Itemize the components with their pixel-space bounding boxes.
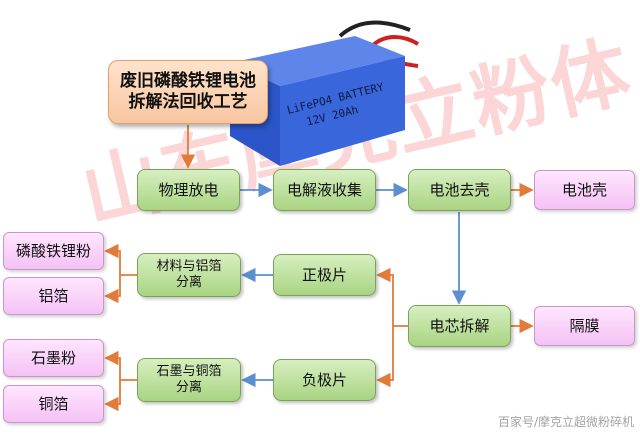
product-label: 磷酸铁锂粉 bbox=[15, 241, 91, 260]
step-label: 电解液收集 bbox=[286, 180, 362, 199]
step-label: 物理放电 bbox=[158, 180, 219, 199]
title-line-1: 废旧磷酸铁锂电池 bbox=[120, 70, 256, 91]
product-label: 铝箔 bbox=[38, 286, 69, 305]
arrow-sep-al-to-lfp bbox=[104, 243, 137, 276]
product-graphite-powder: 石墨粉 bbox=[3, 339, 104, 377]
arrow-sep-cu-to-cu bbox=[104, 380, 121, 412]
product-copper-foil: 铜箔 bbox=[3, 385, 104, 423]
product-separator: 隔膜 bbox=[534, 306, 635, 346]
product-label: 石墨粉 bbox=[30, 348, 76, 367]
step-label-line-1: 材料与铝箔 bbox=[156, 258, 222, 274]
arrow-sep-cu-to-graphite bbox=[104, 350, 137, 381]
product-aluminum-foil: 铝箔 bbox=[3, 277, 104, 315]
step-label-line-2: 分离 bbox=[175, 275, 202, 290]
step-cell-disassembly: 电芯拆解 bbox=[408, 305, 511, 347]
step-label: 负极片 bbox=[301, 370, 347, 389]
step-graphite-cu-separation: 石墨与铜箔 分离 bbox=[137, 358, 241, 402]
arrow-cell-to-negative bbox=[376, 326, 394, 388]
step-label: 电芯拆解 bbox=[429, 316, 490, 335]
step-label: 正极片 bbox=[301, 265, 347, 284]
step-electrolyte-collection: 电解液收集 bbox=[273, 169, 376, 211]
step-physical-discharge: 物理放电 bbox=[137, 169, 240, 211]
step-label: 电池去壳 bbox=[429, 180, 490, 199]
product-lfp-powder: 磷酸铁锂粉 bbox=[3, 232, 104, 270]
step-positive-electrode: 正极片 bbox=[273, 254, 376, 296]
source-credit: 百家号/摩克立超微粉碎机 bbox=[497, 415, 634, 429]
title-line-2: 拆解法回收工艺 bbox=[128, 92, 248, 112]
arrow-sep-al-to-al bbox=[104, 275, 121, 304]
product-label: 电池壳 bbox=[561, 180, 607, 199]
product-battery-shell: 电池壳 bbox=[534, 170, 635, 210]
step-shell-removal: 电池去壳 bbox=[408, 169, 511, 211]
product-label: 隔膜 bbox=[569, 316, 600, 335]
step-material-al-separation: 材料与铝箔 分离 bbox=[137, 253, 241, 297]
step-negative-electrode: 负极片 bbox=[273, 359, 376, 401]
process-title: 废旧磷酸铁锂电池 拆解法回收工艺 bbox=[108, 60, 268, 124]
step-label-line-2: 分离 bbox=[175, 380, 202, 395]
arrow-cell-to-positive bbox=[376, 267, 408, 327]
step-label-line-1: 石墨与铜箔 bbox=[156, 363, 222, 379]
product-label: 铜箔 bbox=[38, 394, 69, 413]
